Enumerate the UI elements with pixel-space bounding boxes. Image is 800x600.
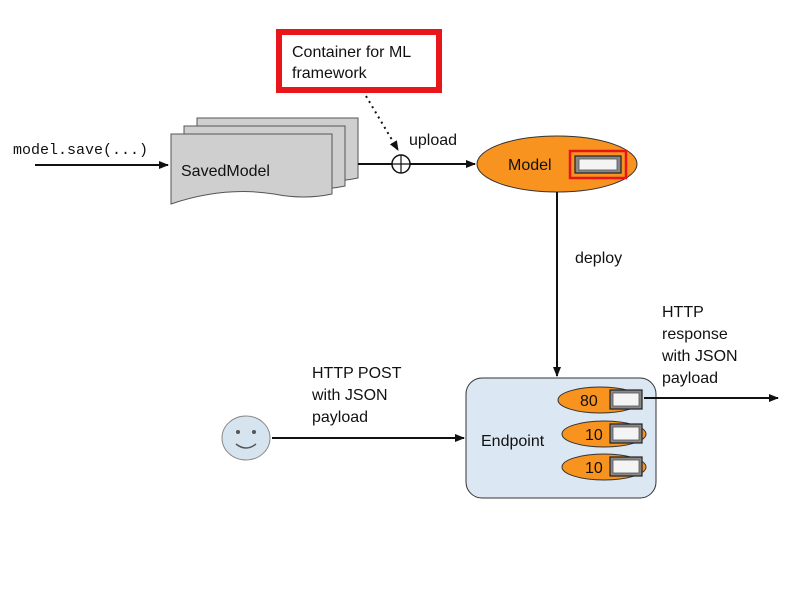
- user-icon: [221, 415, 271, 461]
- saved-model-document: [170, 133, 333, 205]
- model-label: Model: [508, 157, 552, 174]
- deploy-label: deploy: [575, 250, 622, 267]
- model-container-icon: [568, 149, 628, 180]
- response-line-3: with JSON: [661, 348, 738, 365]
- request-line-3: payload: [312, 409, 368, 426]
- endpoint-label: Endpoint: [481, 433, 545, 450]
- saved-model-stack: [170, 117, 359, 205]
- saved-model-label: SavedModel: [181, 163, 270, 180]
- response-line-1: HTTP: [662, 304, 704, 321]
- traffic-model-80: [557, 386, 643, 414]
- container-line-2: framework: [292, 65, 368, 82]
- response-line-4: payload: [662, 370, 718, 387]
- traffic-split-1: 80: [580, 393, 598, 410]
- traffic-split-3: 10: [585, 460, 603, 477]
- response-line-2: response: [662, 326, 728, 343]
- traffic-split-2: 10: [585, 427, 603, 444]
- container-dotted-connector: [365, 95, 399, 151]
- request-line-2: with JSON: [311, 387, 388, 404]
- request-line-1: HTTP POST: [312, 365, 402, 382]
- container-box: [276, 29, 442, 93]
- code-label: model.save(...): [13, 142, 148, 159]
- container-line-1: Container for ML: [292, 44, 411, 61]
- traffic-model-10b: [561, 453, 647, 481]
- upload-label: upload: [409, 132, 457, 149]
- traffic-model-10a: [561, 420, 647, 448]
- junction-icon: [391, 154, 411, 174]
